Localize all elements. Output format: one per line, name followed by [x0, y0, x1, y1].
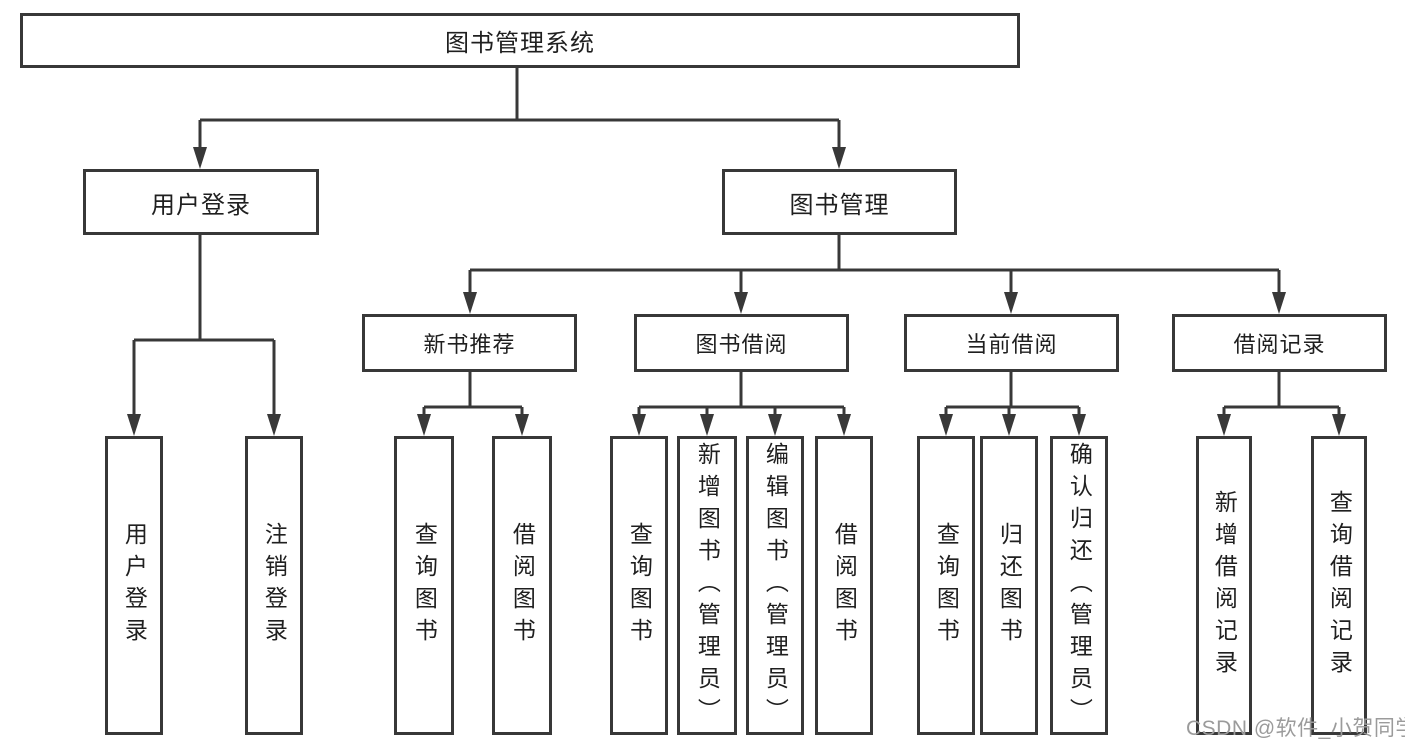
node-borrow-records: 借阅记录	[1172, 314, 1387, 372]
node-book-management-label: 图书管理	[789, 191, 890, 219]
node-root: 图书管理系统	[20, 13, 1020, 68]
leaf-edit-books-admin-label: 编辑图书（管理员）	[762, 441, 789, 730]
node-user-login: 用户登录	[83, 169, 319, 235]
leaf-borrow-books-recommend-label: 借阅图书	[509, 521, 536, 650]
leaf-edit-books-admin: 编辑图书（管理员）	[746, 436, 804, 735]
leaf-add-borrow-record-label: 新增借阅记录	[1211, 489, 1238, 682]
leaf-query-borrow-record-label: 查询借阅记录	[1326, 489, 1353, 682]
leaf-query-books-current-label: 查询图书	[933, 521, 960, 650]
leaf-logout-login: 注销登录	[245, 436, 303, 735]
node-new-book-recommend-label: 新书推荐	[423, 332, 516, 357]
leaf-query-books-recommend-label: 查询图书	[411, 521, 438, 650]
leaf-logout-login-label: 注销登录	[261, 521, 288, 650]
node-current-borrow: 当前借阅	[904, 314, 1119, 372]
leaf-return-books-label: 归还图书	[996, 521, 1023, 650]
leaf-return-books: 归还图书	[980, 436, 1038, 735]
leaf-add-borrow-record: 新增借阅记录	[1196, 436, 1252, 735]
leaf-user-login: 用户登录	[105, 436, 163, 735]
leaf-query-books-borrow-label: 查询图书	[626, 521, 653, 650]
node-root-label: 图书管理系统	[445, 30, 595, 57]
leaf-query-books-current: 查询图书	[917, 436, 975, 735]
leaf-borrow-books-recommend: 借阅图书	[492, 436, 552, 735]
node-borrow-records-label: 借阅记录	[1233, 332, 1326, 357]
leaf-confirm-return-admin: 确认归还（管理员）	[1050, 436, 1108, 735]
leaf-user-login-label: 用户登录	[121, 521, 148, 650]
leaf-query-books-borrow: 查询图书	[610, 436, 668, 735]
node-user-login-label: 用户登录	[151, 191, 251, 219]
leaf-add-books-admin: 新增图书（管理员）	[677, 436, 737, 735]
node-book-borrow: 图书借阅	[634, 314, 849, 372]
watermark-text: CSDN @软件_小贺同学	[1186, 717, 1405, 740]
leaf-borrow-books: 借阅图书	[815, 436, 873, 735]
leaf-query-books-recommend: 查询图书	[394, 436, 454, 735]
leaf-query-borrow-record: 查询借阅记录	[1311, 436, 1367, 735]
node-current-borrow-label: 当前借阅	[965, 332, 1058, 357]
node-book-management: 图书管理	[722, 169, 957, 235]
leaf-borrow-books-label: 借阅图书	[831, 521, 858, 650]
node-book-borrow-label: 图书借阅	[695, 332, 788, 357]
node-new-book-recommend: 新书推荐	[362, 314, 577, 372]
leaf-add-books-admin-label: 新增图书（管理员）	[694, 441, 721, 730]
leaf-confirm-return-admin-label: 确认归还（管理员）	[1066, 441, 1093, 730]
